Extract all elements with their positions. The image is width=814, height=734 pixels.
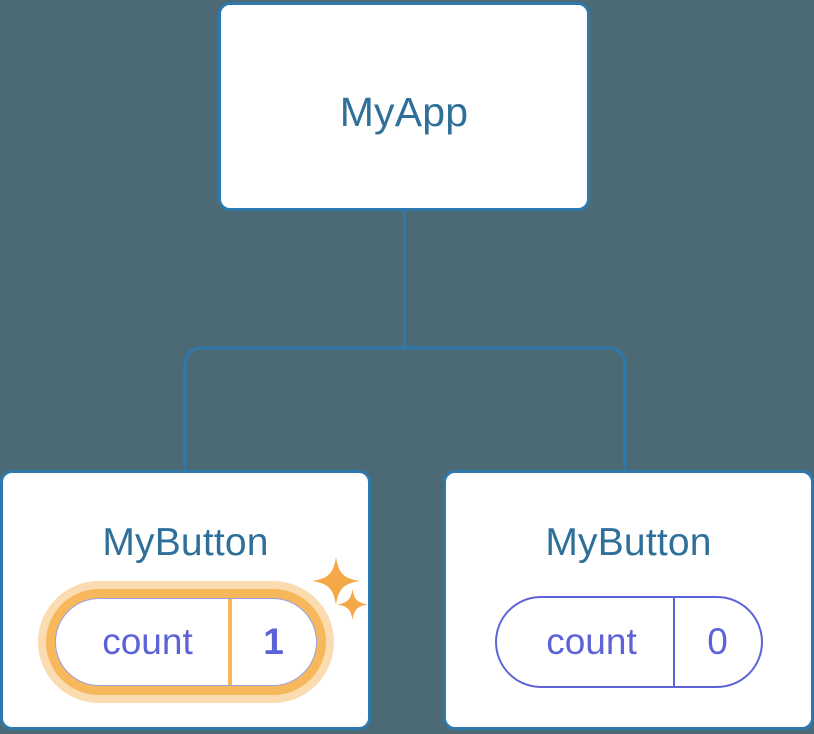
state-key-right: count (546, 621, 637, 662)
node-title-myapp: MyApp (339, 89, 469, 135)
state-pill-body[interactable]: count 1 (54, 598, 317, 686)
node-myapp[interactable]: MyApp (218, 2, 590, 211)
connector-branch-right (404, 346, 627, 472)
state-value-left: 1 (263, 621, 284, 662)
state-value-right: 0 (707, 621, 728, 662)
node-mybutton-left[interactable]: MyButton count 1 (0, 470, 371, 730)
state-pill-glow: count 1 (37, 581, 334, 703)
state-pill-divider-right (672, 598, 675, 686)
state-pill-body-right[interactable]: count 0 (494, 596, 763, 688)
node-title-mybutton-right: MyButton (545, 521, 712, 564)
state-pill-highlight-ring: count 1 (45, 589, 326, 695)
node-mybutton-right[interactable]: MyButton count 0 (443, 470, 814, 730)
state-pill-left[interactable]: count 1 (37, 581, 334, 703)
state-pill-divider-left (227, 599, 232, 685)
node-title-mybutton-left: MyButton (102, 521, 269, 564)
state-key-left: count (102, 621, 193, 662)
state-pill-right[interactable]: count 0 (494, 596, 763, 688)
connector-branch-left (183, 346, 405, 472)
